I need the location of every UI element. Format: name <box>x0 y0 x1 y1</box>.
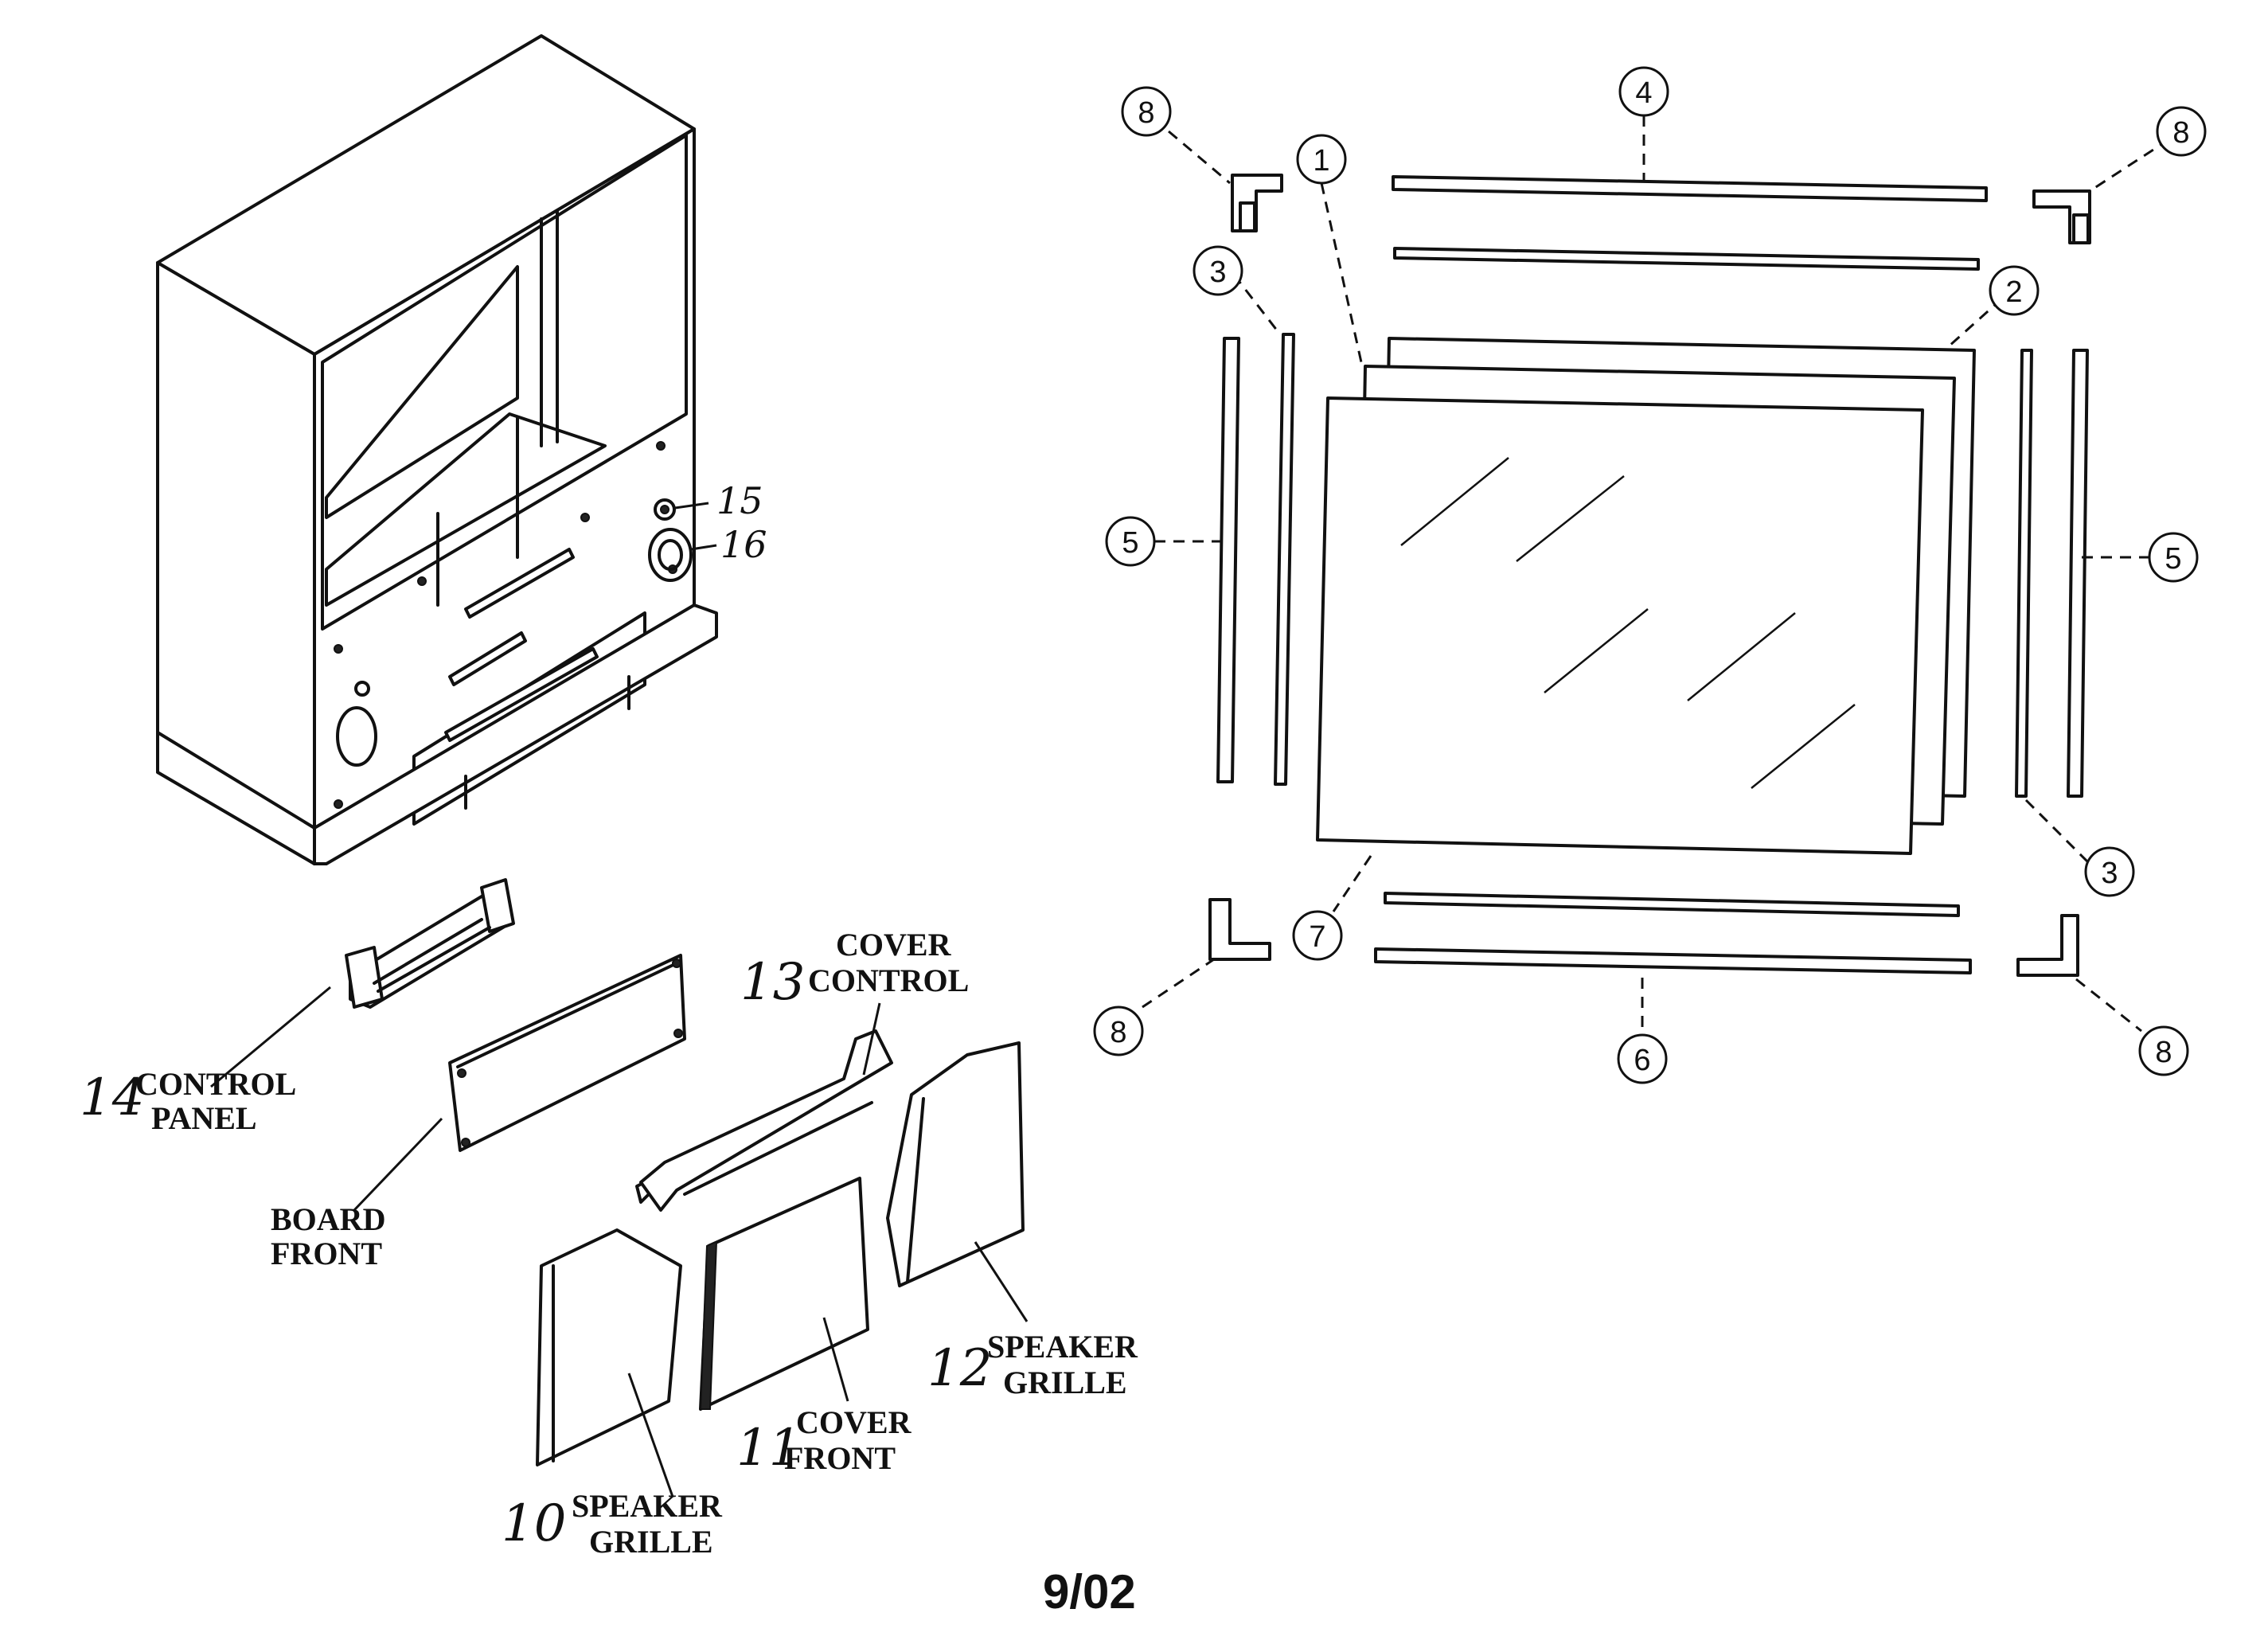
svg-text:5: 5 <box>2165 542 2181 576</box>
corner-bracket-top-right <box>2032 189 2091 244</box>
date-code: 9/02 <box>1043 1565 1136 1619</box>
svg-text:5: 5 <box>1122 526 1138 560</box>
callout-3-left: 3 <box>1193 245 1243 296</box>
knob-16 <box>648 528 693 582</box>
board-label-line2: FRONT <box>271 1236 382 1271</box>
cover-front-part <box>699 1177 869 1411</box>
label-13-line2: CONTROL <box>808 963 969 998</box>
label-13-num: 13 <box>740 953 805 1012</box>
svg-text:8: 8 <box>2172 116 2189 150</box>
callout-8-top-right: 8 <box>2156 106 2207 157</box>
screen-assembly <box>1208 174 2091 977</box>
svg-text:8: 8 <box>2155 1036 2172 1069</box>
label-12-num: 12 <box>927 1339 992 1398</box>
svg-text:8: 8 <box>1138 96 1154 130</box>
tv-cabinet <box>156 34 718 865</box>
control-panel-part <box>345 878 515 1009</box>
callout-5-left: 5 <box>1105 516 1156 567</box>
callout-5-right: 5 <box>2148 532 2199 583</box>
svg-text:6: 6 <box>1634 1044 1650 1077</box>
svg-text:3: 3 <box>1209 256 1226 289</box>
svg-text:8: 8 <box>1110 1016 1126 1049</box>
svg-text:1: 1 <box>1313 144 1329 178</box>
svg-text:7: 7 <box>1309 920 1325 954</box>
callout-2: 2 <box>1989 265 2040 316</box>
label-16: 16 <box>720 523 767 566</box>
knob-15 <box>654 498 676 521</box>
svg-text:4: 4 <box>1635 76 1652 110</box>
label-10-line1: SPEAKER <box>572 1488 723 1524</box>
board-label-line1: BOARD <box>271 1201 385 1237</box>
corner-bracket-bottom-right <box>2016 914 2079 977</box>
label-15: 15 <box>716 479 763 522</box>
callout-7: 7 <box>1292 910 1343 961</box>
callout-1: 1 <box>1296 134 1347 185</box>
speaker-grille-12 <box>886 1041 1025 1287</box>
svg-text:2: 2 <box>2005 275 2022 309</box>
callout-3-right: 3 <box>2084 846 2135 897</box>
label-11-line1: COVER <box>796 1404 912 1440</box>
svg-text:3: 3 <box>2101 857 2118 890</box>
label-12-line2: GRILLE <box>1003 1365 1127 1400</box>
label-14-line1: CONTROL <box>135 1066 296 1102</box>
cover-control-part <box>635 1029 893 1212</box>
label-13-line1: COVER <box>836 927 952 963</box>
callout-8-bottom-right: 8 <box>2138 1025 2189 1076</box>
callout-4: 4 <box>1618 66 1669 117</box>
label-10-num: 10 <box>502 1494 566 1553</box>
callout-8-top-left: 8 <box>1121 86 1172 137</box>
corner-bracket-top-left <box>1231 174 1283 232</box>
label-14-num: 14 <box>80 1068 144 1127</box>
speaker-grille-10 <box>536 1228 682 1466</box>
corner-bracket-bottom-left <box>1208 898 1271 961</box>
label-11-line2: FRONT <box>784 1440 896 1476</box>
label-10-line2: GRILLE <box>589 1524 713 1560</box>
callout-6: 6 <box>1617 1033 1668 1084</box>
board-front-part <box>448 954 686 1152</box>
callout-8-bottom-left: 8 <box>1093 1006 1144 1056</box>
label-12-line1: SPEAKER <box>987 1329 1138 1365</box>
label-11-num: 11 <box>736 1419 801 1478</box>
label-14-line2: PANEL <box>151 1100 257 1136</box>
